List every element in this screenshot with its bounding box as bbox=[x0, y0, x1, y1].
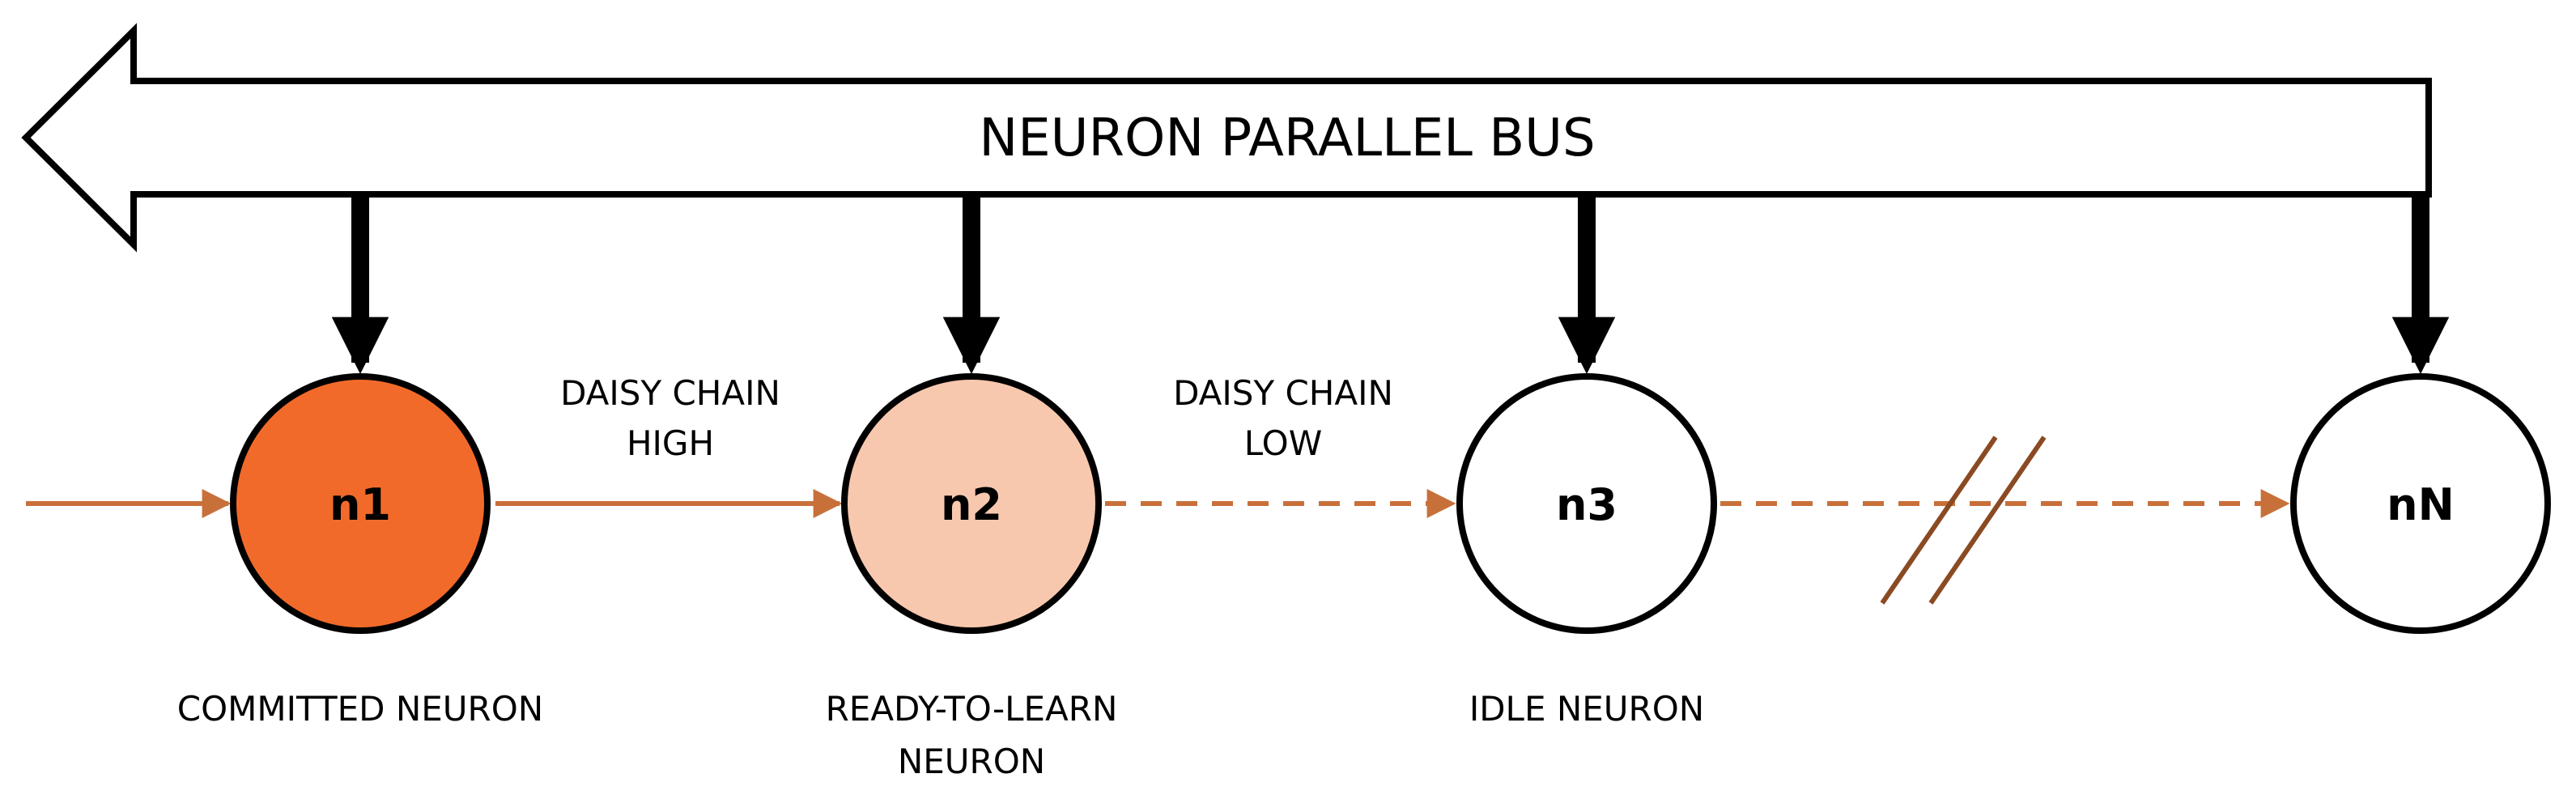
daisy-chain-low-label-line1: DAISY CHAIN bbox=[1173, 373, 1393, 413]
node-label-n3: n3 bbox=[1556, 479, 1617, 530]
parallel-bus-arrow bbox=[21, 23, 2432, 253]
daisy-chain-high-label-line2: HIGH bbox=[627, 423, 714, 463]
caption-n3: IDLE NEURON bbox=[1469, 689, 1704, 729]
daisy-chain-high-label-line1: DAISY CHAIN bbox=[560, 373, 780, 413]
node-n1 bbox=[230, 373, 491, 634]
node-n2 bbox=[841, 373, 1102, 634]
caption-n2-line1: READY-TO-LEARN bbox=[826, 689, 1118, 729]
node-label-n1: n1 bbox=[329, 479, 391, 530]
caption-n2-line2: NEURON bbox=[898, 742, 1045, 781]
bus-title: NEURON PARALLEL BUS bbox=[979, 108, 1595, 168]
node-nN bbox=[2290, 373, 2551, 634]
node-label-n2: n2 bbox=[941, 479, 1002, 530]
node-n3 bbox=[1456, 373, 1717, 634]
node-label-nN: nN bbox=[2387, 479, 2455, 530]
caption-n1: COMMITTED NEURON bbox=[177, 689, 543, 729]
break-mark-1 bbox=[1880, 436, 1998, 605]
break-mark-2 bbox=[1928, 436, 2047, 605]
daisy-chain-low-label-line2: LOW bbox=[1244, 423, 1323, 463]
